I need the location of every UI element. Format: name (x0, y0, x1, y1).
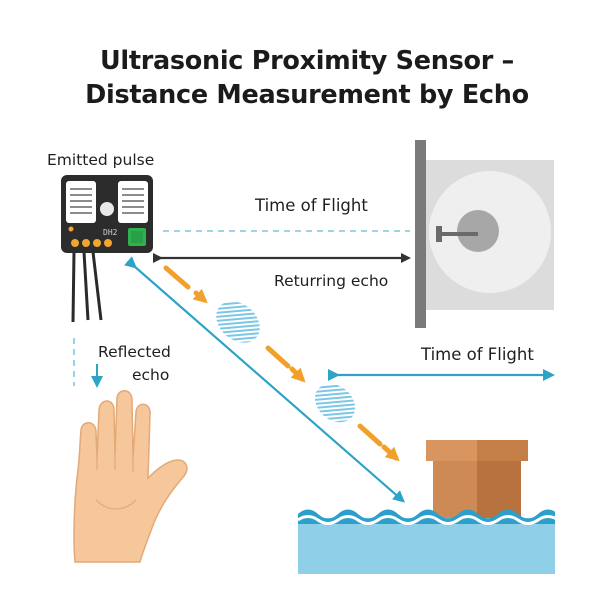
diagram-title-line-1: Ultrasonic Proximity Sensor – (100, 46, 514, 76)
sound-wave-icon (216, 301, 356, 423)
sensor-chip-label: DH2 (103, 228, 118, 237)
label-emitted-pulse: Emitted pulse (47, 151, 155, 169)
label-reflected-echo-line-1: Reflected (98, 343, 171, 361)
diagram-title-line-2: Distance Measurement by Echo (85, 80, 529, 110)
water-icon (298, 509, 555, 574)
label-reflected-echo-line-2: echo (132, 366, 170, 384)
box-icon (426, 440, 528, 520)
hand-icon (73, 390, 188, 563)
ultrasonic-sensor-icon: DH2 (61, 175, 153, 323)
label-returning-echo: Returring echo (274, 272, 389, 290)
wall-target-icon (415, 140, 554, 328)
label-time-of-flight-right: Time of Flight (421, 345, 534, 364)
echo-path-arrow (124, 256, 406, 503)
pulse-path-arrow (163, 265, 400, 462)
label-time-of-flight-top: Time of Flight (255, 196, 368, 215)
